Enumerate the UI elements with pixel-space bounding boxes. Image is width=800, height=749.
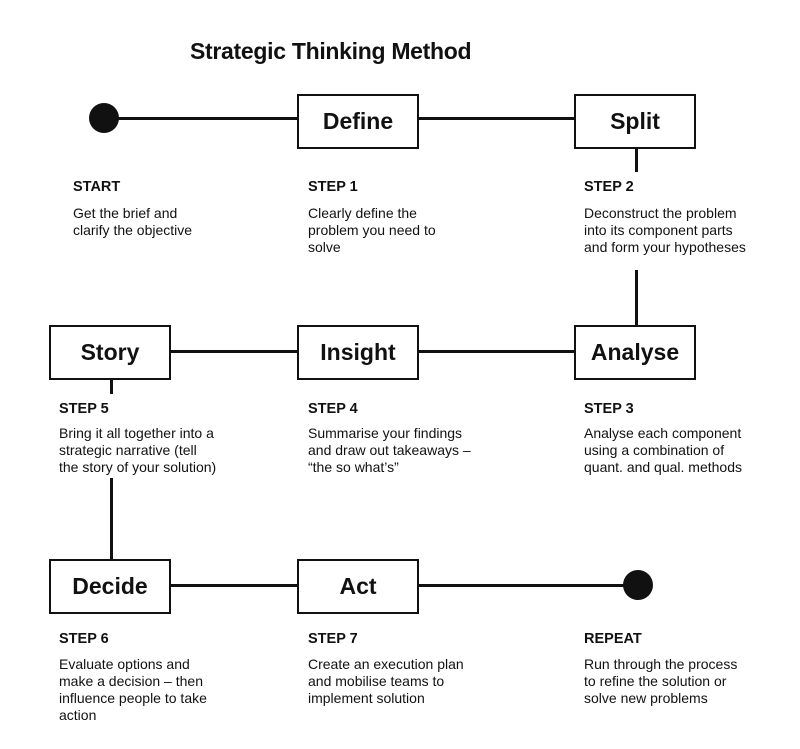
connector-define-split <box>419 117 576 120</box>
diagram-title: Strategic Thinking Method <box>190 38 472 64</box>
desc-line: Clearly define the <box>308 205 417 221</box>
connector-decide-act <box>170 584 300 587</box>
desc-line: the story of your solution) <box>59 459 217 475</box>
desc-line: and mobilise teams to <box>308 673 445 689</box>
connector-analyse-insight <box>419 350 576 353</box>
desc-line: and form your hypotheses <box>584 239 746 255</box>
box-decide: Decide <box>49 559 171 614</box>
desc-line: Get the brief and <box>73 205 178 221</box>
desc-line: “the so what’s” <box>308 459 399 475</box>
desc-line: Create an execution plan <box>308 656 464 672</box>
end-circle <box>623 570 653 600</box>
desc-line: solve <box>308 239 341 255</box>
desc-line: make a decision – then <box>59 673 203 689</box>
desc-line: problem you need to <box>308 222 436 238</box>
step-label-repeat: REPEAT <box>584 631 642 647</box>
box-analyse: Analyse <box>574 325 696 380</box>
box-define: Define <box>297 94 419 149</box>
step-label-5: STEP 5 <box>59 401 109 417</box>
desc-line: influence people to take <box>59 690 207 706</box>
box-insight: Insight <box>297 325 419 380</box>
desc-line: into its component parts <box>584 222 733 238</box>
box-act: Act <box>297 559 419 614</box>
desc-line: strategic narrative (tell <box>59 442 197 458</box>
box-split: Split <box>574 94 696 149</box>
connector-to-decide <box>110 478 113 560</box>
step-label-4: STEP 4 <box>308 401 358 417</box>
connector-split-down <box>635 148 638 172</box>
step-label-3: STEP 3 <box>584 401 634 417</box>
desc-line: Evaluate options and <box>59 656 190 672</box>
desc-line: and draw out takeaways – <box>308 442 471 458</box>
step-label-2: STEP 2 <box>584 179 634 195</box>
desc-line: action <box>59 707 97 723</box>
box-story: Story <box>49 325 171 380</box>
connector-start-define <box>104 117 299 120</box>
connector-story-down <box>110 378 113 394</box>
step-label-start: START <box>73 179 121 195</box>
desc-line: implement solution <box>308 690 425 706</box>
connector-to-analyse <box>635 270 638 326</box>
step-label-6: STEP 6 <box>59 631 109 647</box>
desc-line: to refine the solution or <box>584 673 727 689</box>
desc-line: using a combination of <box>584 442 725 458</box>
desc-line: Run through the process <box>584 656 738 672</box>
desc-line: quant. and qual. methods <box>584 459 743 475</box>
desc-line: Bring it all together into a <box>59 425 214 441</box>
step-label-7: STEP 7 <box>308 631 358 647</box>
desc-line: Summarise your findings <box>308 425 463 441</box>
start-circle <box>89 103 119 133</box>
connector-act-end <box>419 584 634 587</box>
step-label-1: STEP 1 <box>308 179 358 195</box>
desc-line: clarify the objective <box>73 222 193 238</box>
desc-line: Analyse each component <box>584 425 742 441</box>
desc-line: Deconstruct the problem <box>584 205 737 221</box>
connector-insight-story <box>170 350 300 353</box>
desc-line: solve new problems <box>584 690 708 706</box>
